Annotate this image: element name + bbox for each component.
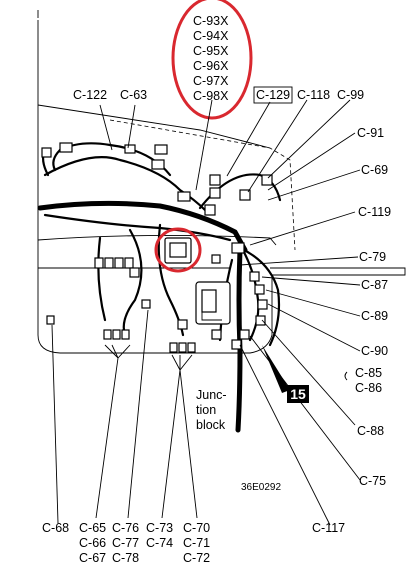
label-c76: C-76	[112, 521, 139, 535]
label-c87: C-87	[361, 278, 388, 292]
highlight-ring-connector	[154, 227, 202, 273]
label-c98x: C-98X	[193, 89, 229, 103]
label-c88: C-88	[357, 424, 384, 438]
connector-blocks	[41, 142, 273, 353]
label-c69: C-69	[361, 163, 388, 177]
label-c66: C-66	[79, 536, 106, 550]
label-c97x: C-97X	[193, 74, 229, 88]
label-c79: C-79	[359, 250, 386, 264]
label-c71: C-71	[183, 536, 210, 550]
label-c119: C-119	[358, 205, 391, 219]
label-c78: C-78	[112, 551, 139, 565]
main-harness	[37, 200, 248, 253]
label-c68: C-68	[42, 521, 69, 535]
label-c122: C-122	[73, 88, 107, 102]
label-c89: C-89	[361, 309, 388, 323]
badge-15-text: 15	[290, 386, 306, 402]
label-c118: C-118	[297, 88, 330, 102]
label-c91: C-91	[357, 126, 384, 140]
label-c63: C-63	[120, 88, 147, 102]
junction-label-1: Junc-	[196, 388, 227, 402]
label-c67: C-67	[79, 551, 106, 565]
label-c129: C-129	[256, 88, 290, 102]
highlight-ring-label-list	[171, 0, 253, 120]
label-c70: C-70	[183, 521, 210, 535]
badge-15: 15	[287, 385, 309, 403]
figure-code: 36E0292	[241, 482, 281, 493]
cowl-panel-outline	[37, 104, 271, 149]
label-c90: C-90	[361, 344, 388, 358]
label-c72: C-72	[183, 551, 210, 565]
label-c73: C-73	[146, 521, 173, 535]
leader-lines	[51, 99, 361, 526]
label-c77: C-77	[112, 536, 139, 550]
junction-label-2: tion	[196, 403, 216, 417]
harness-branch-left	[97, 228, 143, 337]
junction-label-3: block	[196, 418, 226, 432]
c129-box	[253, 86, 293, 104]
label-c93x: C-93X	[193, 14, 229, 28]
badge-pointer	[262, 345, 290, 393]
label-c74: C-74	[146, 536, 173, 550]
label-c94x: C-94X	[193, 29, 229, 43]
harness-down-trunk	[235, 247, 243, 433]
dashboard-outline	[37, 20, 406, 354]
junction-block	[195, 281, 231, 325]
label-c85: C-85	[355, 366, 382, 380]
label-c65: C-65	[79, 521, 106, 535]
label-c96x: C-96X	[193, 59, 229, 73]
label-c75: C-75	[359, 474, 386, 488]
harness-branch-upper-left	[43, 156, 207, 212]
label-c86: C-86	[355, 381, 382, 395]
harness-right-cluster	[238, 246, 281, 347]
label-c95x: C-95X	[193, 44, 229, 58]
label-c99: C-99	[337, 88, 364, 102]
label-c117: C-117	[312, 521, 345, 535]
